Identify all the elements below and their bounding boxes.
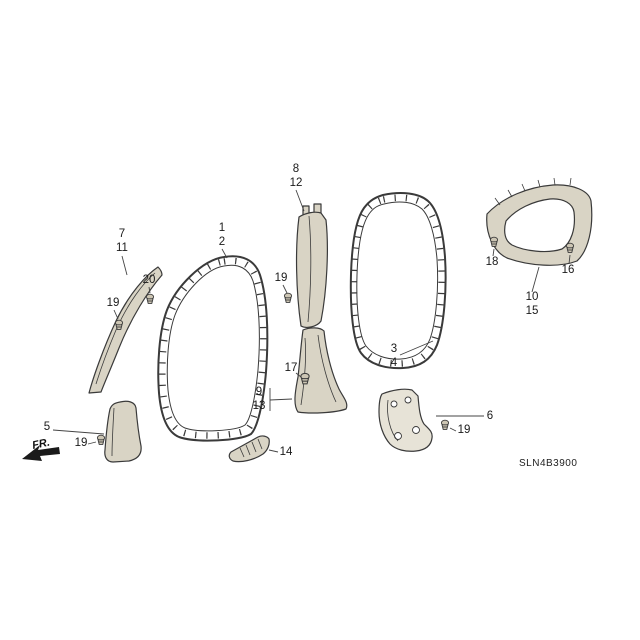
kick-panel-trim [104,400,142,463]
callout-7: 7 [119,228,125,240]
callout-2: 2 [219,236,225,248]
callout-12: 12 [290,177,303,189]
cowl-side-trim [228,435,270,463]
front-direction-indicator: FR. [22,437,60,461]
fr-arrow-icon [22,445,60,461]
rear-door-opening-seal [349,192,447,370]
trim-ribs [239,438,263,458]
callout-6: 6 [487,410,493,422]
callout-5: 5 [44,421,50,433]
clip-16 [565,242,575,253]
a-pillar-garnish [88,266,163,394]
callout-4: 4 [391,357,398,369]
callout-19-c: 19 [75,437,88,449]
front-door-opening-seal [157,255,269,442]
callout-17: 17 [285,362,298,374]
clip-19-c [96,434,106,445]
b-pillar-upper-garnish [295,203,328,328]
clip-20 [145,293,155,304]
callout-19-a: 19 [107,297,120,309]
callout-13: 13 [253,400,266,412]
callout-15: 15 [526,305,539,317]
garnish-hatching [494,177,572,206]
callout-14: 14 [280,446,293,458]
clip-19-a [114,319,124,330]
callout-20: 20 [143,274,156,286]
mounting-bracket [378,388,433,452]
callout-16: 16 [562,264,575,276]
callout-10: 10 [526,291,539,303]
clip-19-d [440,419,450,430]
leader-lines [52,189,571,453]
callout-11: 11 [116,242,128,254]
fr-label: FR. [31,437,51,452]
callout-18: 18 [486,256,499,268]
callout-1: 1 [219,222,225,234]
clip-19-b [283,292,293,303]
callouts: 7 11 20 19 1 2 8 12 19 17 9 13 3 4 10 15… [44,163,575,458]
callout-3: 3 [391,343,397,355]
callout-8: 8 [293,163,299,175]
callout-9: 9 [256,386,262,398]
callout-19-d: 19 [458,424,471,436]
b-pillar-lower-garnish [294,327,348,414]
clip-17 [300,372,310,385]
clip-18 [489,236,499,247]
callout-19-b: 19 [275,272,288,284]
quarter-pillar-garnish [486,177,593,266]
diagram-code: SLN4B3900 [519,458,577,469]
